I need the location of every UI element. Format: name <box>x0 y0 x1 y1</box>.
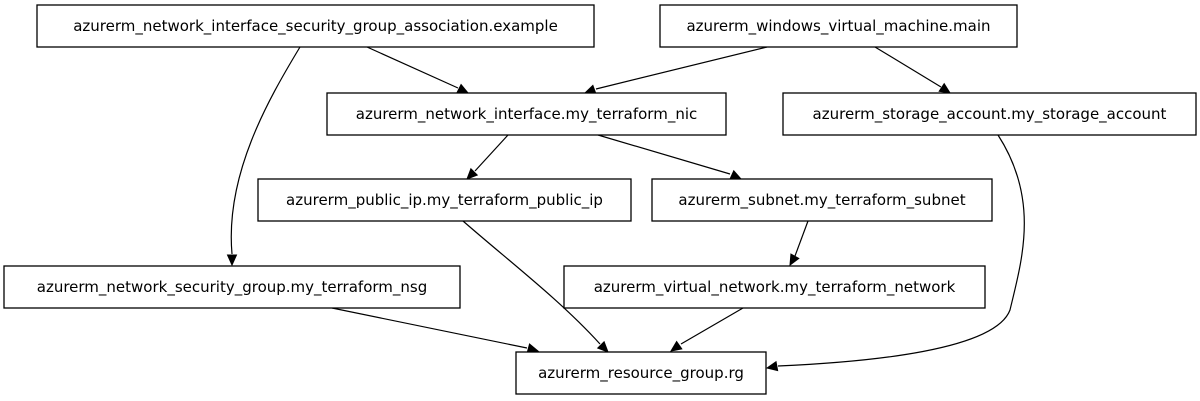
node-label: azurerm_network_interface_security_group… <box>73 17 558 36</box>
arrowhead-icon <box>765 360 779 372</box>
node-box <box>515 351 767 395</box>
edge-line <box>462 220 601 345</box>
node-label: azurerm_resource_group.rg <box>538 364 744 383</box>
node-storage: azurerm_storage_account.my_storage_accou… <box>782 92 1197 136</box>
node-box <box>36 4 595 48</box>
edge-line <box>597 134 731 175</box>
edge-line <box>777 134 1025 367</box>
edge-line <box>331 307 528 349</box>
node-label: azurerm_subnet.my_terraform_subnet <box>678 191 965 210</box>
arrowhead-icon <box>596 340 609 353</box>
node-nic: azurerm_network_interface.my_terraform_n… <box>326 92 727 136</box>
edge-vm-to-storage <box>874 46 952 94</box>
edge-subnet-to-vnet <box>789 220 809 267</box>
edge-line <box>874 46 942 88</box>
node-box <box>782 92 1197 136</box>
node-label: azurerm_public_ip.my_terraform_public_ip <box>286 191 603 210</box>
edge-vnet-to-rg <box>670 307 744 352</box>
node-pip: azurerm_public_ip.my_terraform_public_ip <box>257 178 632 222</box>
edge-line <box>230 46 301 255</box>
arrowhead-icon <box>456 83 470 94</box>
edge-pip-to-rg <box>462 220 609 353</box>
node-label: azurerm_network_interface.my_terraform_n… <box>356 105 698 124</box>
arrowhead-icon <box>226 254 238 267</box>
edge-nic-to-subnet <box>597 134 743 180</box>
arrowhead-icon <box>670 340 683 352</box>
arrowhead-icon <box>729 169 743 180</box>
arrowhead-icon <box>466 167 479 180</box>
node-vnet: azurerm_virtual_network.my_terraform_net… <box>563 265 986 309</box>
node-box <box>651 178 993 222</box>
edge-vm-to-nic <box>583 46 768 95</box>
node-nsg: azurerm_network_security_group.my_terraf… <box>3 265 461 309</box>
graph-edges <box>226 46 1025 372</box>
node-vm: azurerm_windows_virtual_machine.main <box>659 4 1018 48</box>
edge-nisga-to-nsg <box>226 46 301 267</box>
node-subnet: azurerm_subnet.my_terraform_subnet <box>651 178 993 222</box>
node-label: azurerm_virtual_network.my_terraform_net… <box>594 278 956 297</box>
edge-nic-to-pip <box>466 134 509 180</box>
edge-line <box>366 46 459 89</box>
edge-line <box>680 307 744 345</box>
node-box <box>3 265 461 309</box>
node-nisga: azurerm_network_interface_security_group… <box>36 4 595 48</box>
graph-nodes: azurerm_network_interface_security_group… <box>3 4 1197 395</box>
node-box <box>257 178 632 222</box>
edge-nsg-to-rg <box>331 307 540 354</box>
node-rg: azurerm_resource_group.rg <box>515 351 767 395</box>
node-label: azurerm_windows_virtual_machine.main <box>686 17 990 36</box>
arrowhead-icon <box>789 253 800 267</box>
edge-line <box>794 220 809 257</box>
edge-storage-to-rg <box>765 134 1025 372</box>
node-label: azurerm_network_security_group.my_terraf… <box>37 278 427 297</box>
node-box <box>326 92 727 136</box>
node-label: azurerm_storage_account.my_storage_accou… <box>813 105 1167 124</box>
edge-line <box>595 46 768 90</box>
arrowhead-icon <box>938 82 952 94</box>
node-box <box>659 4 1018 48</box>
edge-line <box>474 134 509 172</box>
node-box <box>563 265 986 309</box>
edge-nisga-to-nic <box>366 46 470 94</box>
